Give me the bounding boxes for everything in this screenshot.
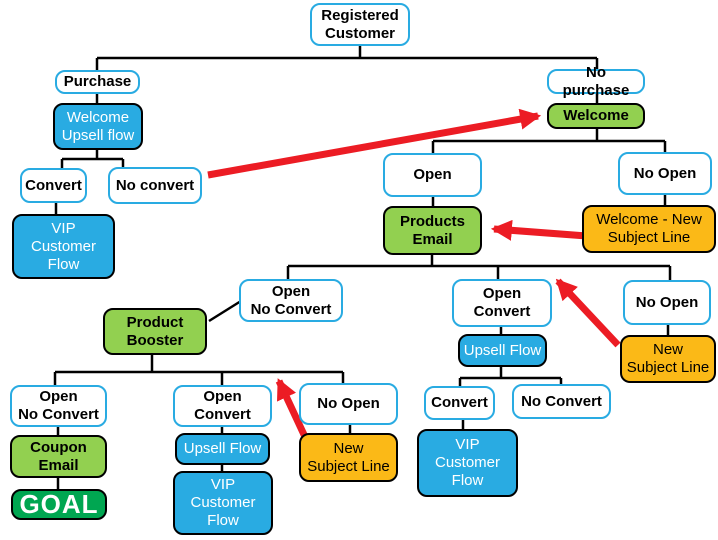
node-welcome-upsell-flow: Welcome Upsell flow [53,103,143,150]
node-vip-customer-flow-left: VIP Customer Flow [12,214,115,279]
node-new-subject-line-bottom: New Subject Line [299,433,398,482]
node-goal: GOAL [11,489,107,520]
node-no-purchase: No purchase [547,64,645,99]
node-open-convert-mid: Open Convert [452,279,552,327]
red-arrow-no-convert-to-welcome [207,108,542,179]
node-product-booster: Product Booster [103,308,207,355]
node-vip-customer-flow-right: VIP Customer Flow [417,429,518,497]
node-open-no-convert-mid: Open No Convert [239,279,343,322]
node-no-open-bottom: No Open [299,383,398,425]
node-welcome-new-subject-line: Welcome - New Subject Line [582,205,716,253]
red-arrow-new-subject-bottom-to-product-booster [275,378,310,441]
node-upsell-flow-bottom: Upsell Flow [175,433,270,465]
node-purchase: Purchase [55,70,140,94]
node-no-convert-right: No Convert [512,384,611,419]
node-open-top: Open [383,153,482,197]
red-arrow-new-subject-right-to-products-email [555,278,621,348]
node-welcome: Welcome [547,103,645,129]
node-convert-left: Convert [20,168,87,203]
node-new-subject-line-right: New Subject Line [620,335,716,383]
node-upsell-flow-mid: Upsell Flow [458,334,547,367]
node-open-no-convert-bottom: Open No Convert [10,385,107,427]
node-products-email: Products Email [383,206,482,255]
node-no-open-top: No Open [618,152,712,195]
connector-line [208,299,242,323]
node-convert-right: Convert [424,386,495,420]
node-coupon-email: Coupon Email [10,435,107,478]
node-open-convert-bottom: Open Convert [173,385,272,427]
node-vip-customer-flow-bottom: VIP Customer Flow [173,471,273,535]
node-no-open-mid: No Open [623,280,711,325]
node-registered-customer: Registered Customer [310,3,410,46]
node-no-convert-left: No convert [108,167,202,204]
